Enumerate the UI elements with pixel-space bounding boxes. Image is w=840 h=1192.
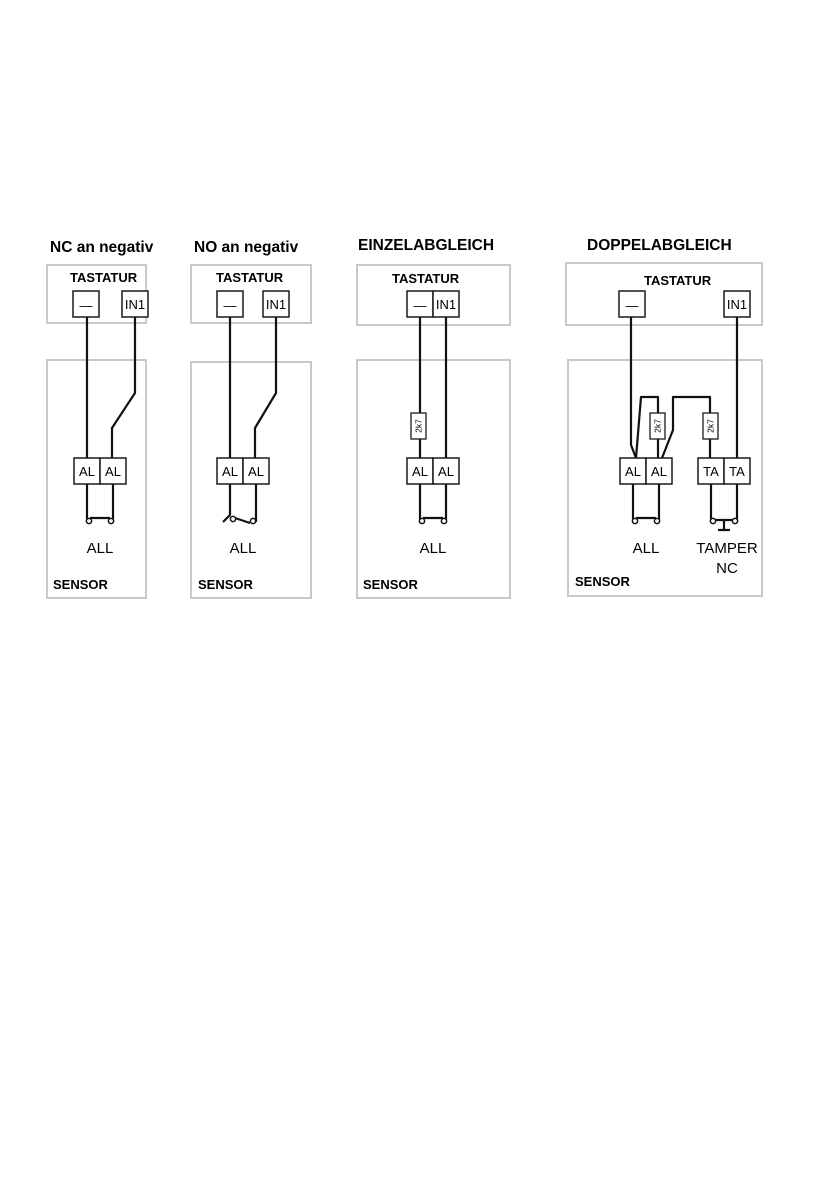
contact-point — [654, 518, 659, 523]
sensor-label: SENSOR — [575, 574, 631, 589]
sensor-label: SENSOR — [363, 577, 419, 592]
sensor-label: SENSOR — [198, 577, 254, 592]
sensor-terminal-label: AL — [438, 464, 454, 479]
resistor-label: 2k7 — [414, 419, 424, 433]
resistor-label: 2k7 — [706, 419, 716, 433]
keypad-label: TASTATUR — [392, 271, 460, 286]
sensor-terminal-label: AL — [412, 464, 428, 479]
terminal-negative-label: — — [414, 298, 427, 313]
terminal-in1-label: IN1 — [266, 297, 286, 312]
tamper-caption-nc: NC — [716, 560, 738, 577]
keypad-label: TASTATUR — [216, 270, 284, 285]
terminal-in1-label: IN1 — [125, 297, 145, 312]
sensor-terminal-label: AL — [79, 464, 95, 479]
contact-point — [108, 518, 113, 523]
sensor-terminal-label: TA — [729, 464, 745, 479]
sensor-label: SENSOR — [53, 577, 109, 592]
contact-caption: ALL — [633, 540, 660, 557]
terminal-negative-label: — — [224, 298, 237, 313]
panel-title: EINZELABGLEICH — [358, 237, 494, 254]
keypad-label: TASTATUR — [70, 270, 138, 285]
sensor-terminal-label: AL — [625, 464, 641, 479]
contact-point — [86, 518, 91, 523]
tamper-caption: TAMPER — [696, 540, 758, 557]
contact-caption: ALL — [87, 540, 114, 557]
keypad-label: TASTATUR — [644, 273, 712, 288]
terminal-in1-label: IN1 — [727, 297, 747, 312]
contact-point — [710, 518, 715, 523]
contact-point — [732, 518, 737, 523]
sensor-terminal-label: AL — [222, 464, 238, 479]
contact-point — [632, 518, 637, 523]
panel-no-negative: NO an negativ TASTATUR — IN1 SENSOR AL A… — [191, 239, 311, 598]
sensor-terminal-label: AL — [105, 464, 121, 479]
contact-point — [250, 518, 255, 523]
contact-point — [441, 518, 446, 523]
panel-double-balance: DOPPELABGLEICH TASTATUR — IN1 SENSOR 2k7… — [566, 237, 762, 596]
panel-nc-negative: NC an negativ TASTATUR — IN1 SENSOR AL A… — [47, 239, 154, 598]
panel-single-balance: EINZELABGLEICH TASTATUR — IN1 SENSOR 2k7… — [357, 237, 510, 598]
panel-title: DOPPELABGLEICH — [587, 237, 732, 254]
sensor-terminal-label: AL — [248, 464, 264, 479]
contact-point — [230, 516, 235, 521]
contact-point — [419, 518, 424, 523]
sensor-terminal-label: AL — [651, 464, 667, 479]
resistor-label: 2k7 — [653, 419, 663, 433]
contact-caption: ALL — [420, 540, 447, 557]
contact-caption: ALL — [230, 540, 257, 557]
terminal-negative-label: — — [626, 298, 639, 313]
terminal-in1-label: IN1 — [436, 297, 456, 312]
terminal-negative-label: — — [80, 298, 93, 313]
sensor-terminal-label: TA — [703, 464, 719, 479]
panel-title: NO an negativ — [194, 239, 299, 256]
panel-title: NC an negativ — [50, 239, 154, 256]
